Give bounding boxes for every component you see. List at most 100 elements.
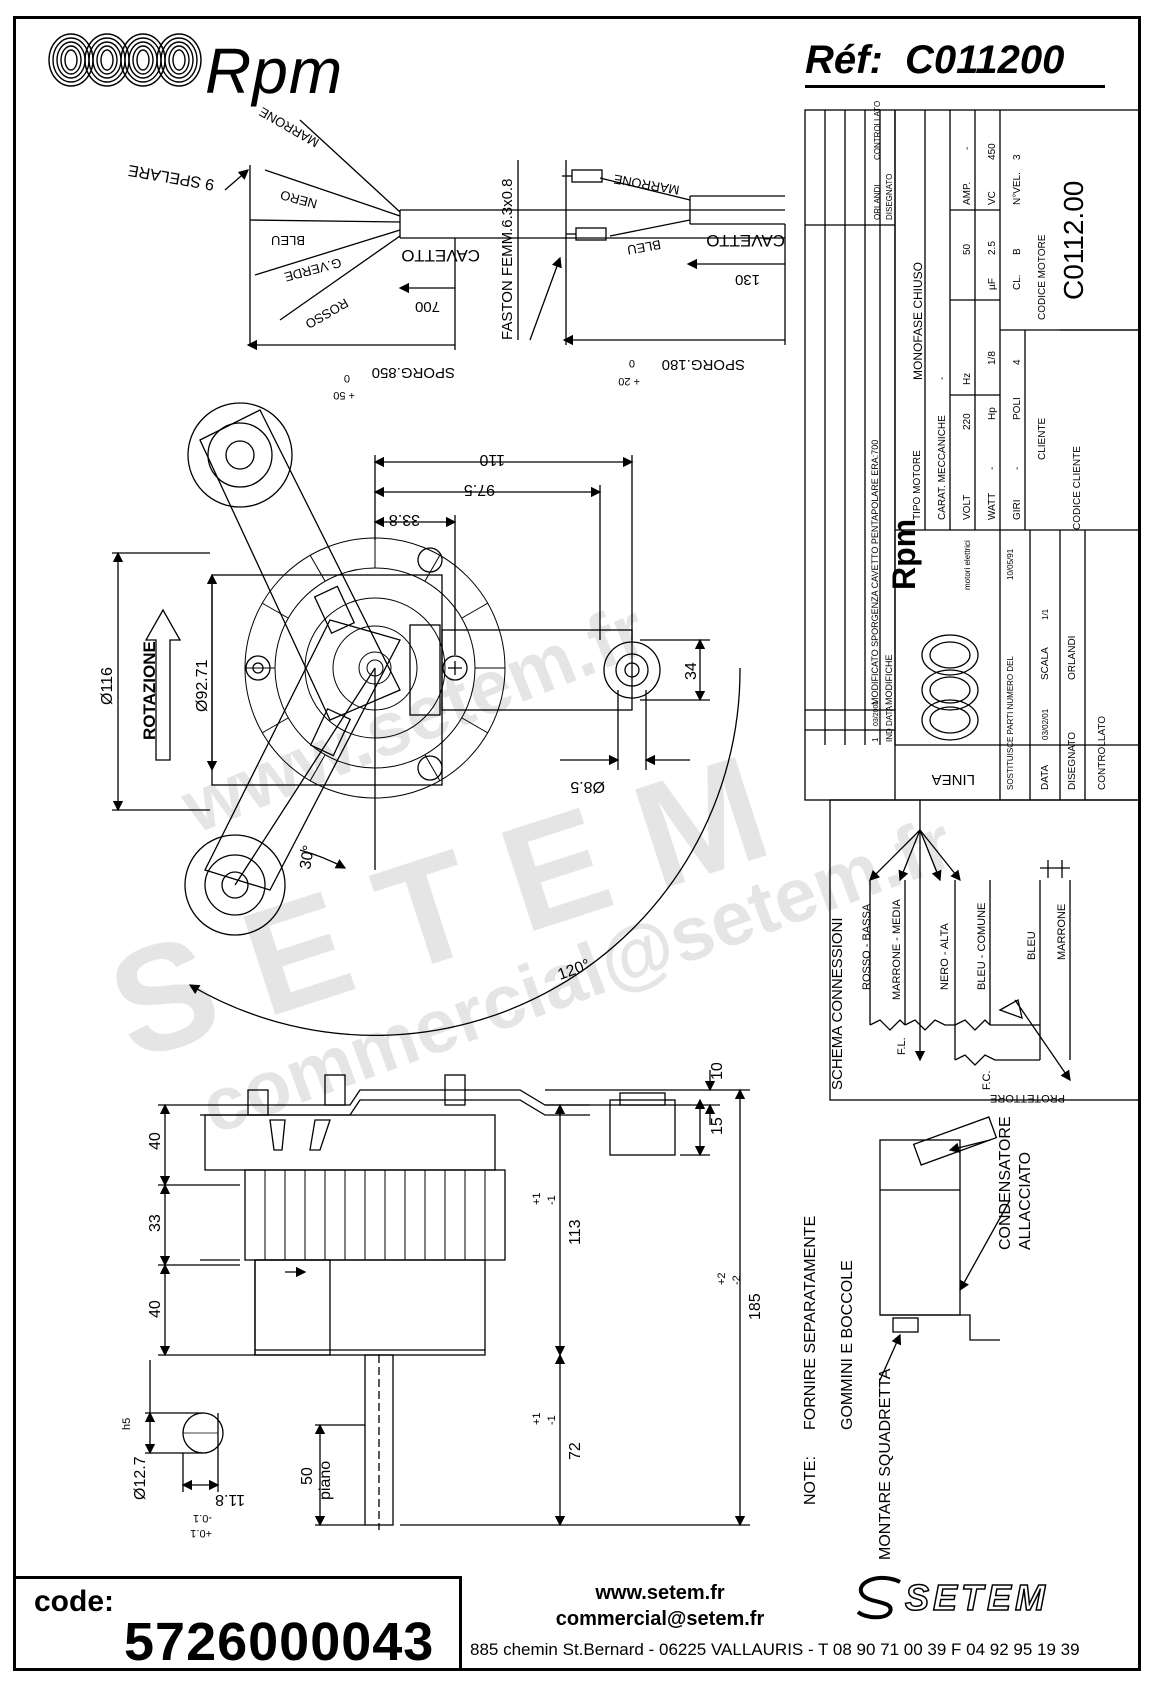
dim-8-5: Ø8.5 (570, 778, 605, 795)
nvel-label: N°VEL. (1012, 172, 1023, 205)
disegnato-label: DISEGNATO (1067, 732, 1078, 790)
flat-piano: piano (317, 1461, 334, 1500)
strip-length: 9 SPELARE (127, 161, 216, 193)
codice-motore-value: C0112.00 (1058, 181, 1089, 300)
cable-left: CAVETTO (401, 246, 480, 265)
tol-185-up: +2 (716, 1272, 728, 1285)
wire-rosso: ROSSO (303, 295, 351, 331)
tol-113-low: -1 (546, 1195, 558, 1205)
tol-72-low: -1 (546, 1415, 558, 1425)
tol-right-lower: 0 (629, 357, 635, 369)
wiring-right-labels: MARRONE BLEU FASTON FEMM.6.3x0.8 CAVETTO… (499, 171, 785, 387)
motor-top-view-labels: 110 97.5 33.8 Ø116 Ø92.71 34 Ø8.5 30° 12… (99, 451, 700, 984)
hp-value: 1/8 (987, 351, 998, 365)
tol-72-up: +1 (531, 1412, 543, 1425)
data-label: DATA (1040, 764, 1051, 790)
tol-113-up: +1 (531, 1192, 543, 1205)
dim-33-8: 33.8 (389, 511, 420, 528)
schema-wire-marrone-media: MARRONE - MEDIA (891, 899, 903, 1001)
schema-fl: F.L. (896, 1037, 908, 1055)
poli-value: 4 (1012, 359, 1023, 365)
cable-length-right: 130 (735, 271, 760, 288)
setem-logo: SETEM (904, 1576, 1050, 1619)
dim-185: 185 (747, 1293, 764, 1320)
giri-value: - (1012, 467, 1023, 470)
scala-label: SCALA (1040, 647, 1051, 680)
rev-ind-value: 1 (871, 737, 880, 742)
schema-linea: LINEA (932, 771, 975, 788)
wire-bleu: BLEU (271, 233, 305, 248)
wiring-left (224, 119, 785, 351)
disegnato-value: ORLANDI (1067, 636, 1078, 680)
tipo-motore-label: TIPO MOTORE (912, 450, 923, 520)
notes: NOTE: FORNIRE SEPARATAMENTE GOMMINI E BO… (802, 1116, 1034, 1560)
motor-top-view (112, 402, 741, 1036)
dim-34: 34 (683, 662, 700, 680)
rev-header-orlandi: ORLANDI (873, 184, 882, 220)
contact-block: www.setem.fr commercial@setem.fr (540, 1580, 780, 1632)
wiring-right (517, 160, 786, 346)
rev-header-disegnato: DISEGNATO (885, 174, 894, 220)
email-link[interactable]: commercial@setem.fr (555, 1608, 765, 1630)
vc-value: 450 (987, 143, 998, 160)
note-line3: MONTARE SQUADRETTA (877, 1368, 894, 1560)
rev-date-value: 03/2001 (873, 701, 880, 726)
schema-wire-nero: NERO - ALTA (939, 923, 951, 990)
header-brand: Rpm (205, 35, 344, 107)
wiring-left-labels: MARRONE NERO BLEU G.VERDE ROSSO 9 SPELAR… (127, 104, 480, 401)
sostituisce-label: SOSTITUISCE PARTI NUMERO DEL (1006, 656, 1015, 790)
dim-40-bottom: 40 (147, 1300, 164, 1318)
schema-fc: F.C. (981, 1070, 993, 1090)
flat-tol-low: -0.1 (193, 1512, 212, 1524)
ref-label: Réf: (805, 38, 883, 82)
flat-dimension: 11.8 (215, 1491, 245, 1508)
volt-label: VOLT (962, 495, 973, 520)
cable-right: CAVETTO (706, 231, 785, 250)
cable-length-left: 700 (415, 298, 440, 315)
motor-side-view-labels: 10 15 40 33 40 113 +1 -1 185 +2 -2 72 +1… (121, 1062, 764, 1539)
setem-swirl-icon (856, 1575, 901, 1620)
wire-marrone-right: MARRONE (612, 171, 680, 197)
schema-wire-bleu-comune: BLEU - COMUNE (976, 903, 988, 990)
wire-gverde: G.VERDE (282, 255, 343, 285)
watt-label: WATT (987, 493, 998, 520)
rev-header-ind: IND (885, 728, 894, 742)
schema-labels: SCHEMA CONNESSIONI LINEA ROSSO - BASSA M… (829, 771, 1068, 1104)
angle-30: 30° (297, 844, 318, 871)
dim-113: 113 (567, 1219, 584, 1245)
schema-title: SCHEMA CONNESSIONI (829, 917, 846, 1090)
tol-right-upper: + 20 (618, 375, 640, 387)
dim-110: 110 (479, 451, 505, 468)
rpm-coils-logo (48, 33, 202, 87)
shaft-diameter: Ø12.7 (132, 1456, 149, 1500)
schema-wire-rosso: ROSSO - BASSA (861, 903, 873, 990)
sporg-left: SPORG.850 (372, 364, 455, 381)
uf-label: µF (987, 278, 998, 290)
condensatore-label: CONDENSATORE (997, 1116, 1014, 1250)
hz-value: 50 (962, 243, 973, 255)
ref-value: C011200 (905, 38, 1065, 82)
scala-value: 1/1 (1041, 608, 1050, 620)
dim-40-top: 40 (147, 1132, 164, 1150)
tol-185-low: -2 (731, 1275, 743, 1285)
dim-10: 10 (709, 1062, 726, 1080)
schema-connessioni (829, 799, 1141, 1101)
note-label: NOTE: (802, 1456, 819, 1505)
cl-label: CL. (1012, 274, 1023, 290)
motor-side-view (144, 1070, 750, 1530)
rev-header-controllato: CONTROLLATO (873, 101, 882, 160)
allacciato-label: ALLACCIATO (1017, 1152, 1034, 1250)
tol-left-upper: + 50 (333, 389, 355, 401)
note-line2: GOMMINI E BOCCOLE (839, 1260, 856, 1430)
angle-120: 120° (556, 956, 593, 983)
wire-bleu-right: BLEU (626, 237, 662, 258)
sostituisce-date: 10/05/91 (1006, 548, 1015, 580)
hp-label: Hp (987, 407, 998, 420)
dim-116: Ø116 (99, 667, 116, 705)
code-label: code: (34, 1585, 115, 1618)
dim-97-5: 97.5 (464, 481, 495, 498)
website-link[interactable]: www.setem.fr (595, 1582, 725, 1604)
rotation-label: ROTAZIONE (140, 641, 159, 740)
note-line1: FORNIRE SEPARATAMENTE (802, 1216, 819, 1430)
